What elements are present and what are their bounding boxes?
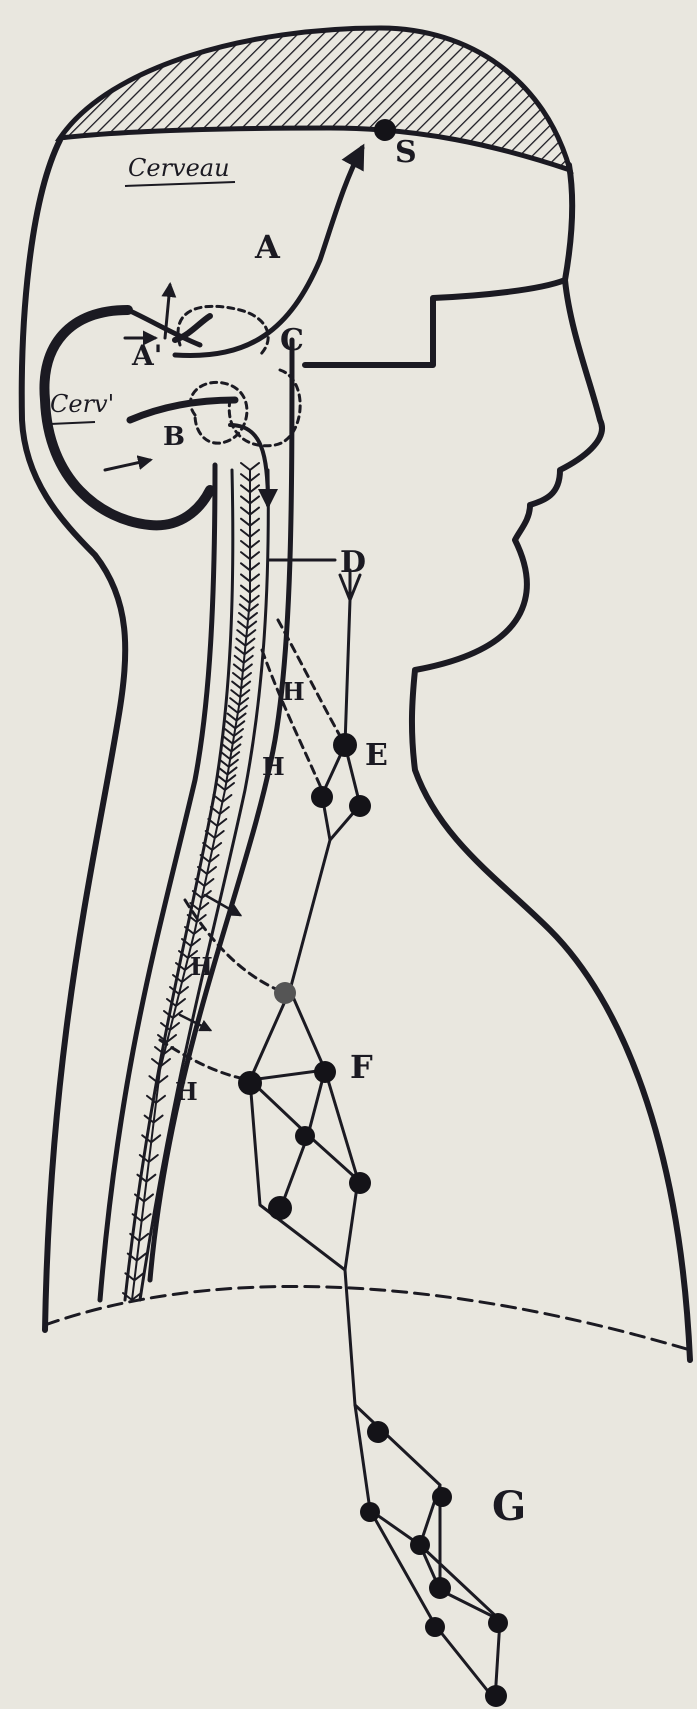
label-H1: H — [282, 677, 305, 706]
ganglion-E-right — [349, 795, 371, 817]
E-branch — [340, 570, 360, 745]
ganglion-F1 — [238, 1071, 262, 1095]
label-H3: H — [190, 952, 213, 981]
ganglion-G5 — [429, 1577, 451, 1599]
ganglion-E-left — [311, 786, 333, 808]
ganglion-G1 — [367, 1421, 389, 1443]
label-H4: H — [175, 1077, 198, 1106]
label-H2: H — [262, 752, 285, 781]
brainstem-curve — [130, 400, 235, 420]
label-C: C — [280, 323, 304, 358]
label-D: D — [340, 545, 366, 580]
label-E: E — [365, 738, 388, 773]
reflex-loop-B — [190, 382, 246, 443]
ganglion-mid — [274, 982, 296, 1004]
node-S — [374, 119, 396, 141]
underline-cerveau — [125, 182, 235, 186]
label-G: G — [492, 1483, 526, 1530]
ganglion-G7 — [425, 1617, 445, 1637]
ganglion-G4 — [410, 1535, 430, 1555]
ganglion-G8 — [485, 1685, 507, 1707]
body-outline — [22, 140, 125, 1330]
arrow-B-in — [105, 460, 150, 470]
ganglion-G3 — [432, 1487, 452, 1507]
label-A-prime: A' — [131, 339, 162, 372]
spinal-canal-inner — [125, 470, 233, 1300]
ganglion-F5 — [268, 1196, 292, 1220]
ganglion-E — [333, 733, 357, 757]
ganglion-F4 — [349, 1172, 371, 1194]
ganglion-F2 — [314, 1061, 336, 1083]
label-cerveau: Cerveau — [128, 154, 230, 182]
ganglion-F3 — [295, 1126, 315, 1146]
dashed-H4 — [160, 1040, 250, 1080]
label-F: F — [350, 1048, 373, 1086]
label-B: B — [163, 422, 185, 452]
ganglion-G6 — [488, 1613, 508, 1633]
cerebral-cortex-hatch — [60, 28, 570, 170]
label-cervelet: Cerv' — [50, 390, 114, 418]
underline-cervelet — [50, 422, 95, 424]
label-S: S — [395, 135, 417, 170]
ganglion-chain — [250, 745, 500, 1700]
ganglion-G2 — [360, 1502, 380, 1522]
label-A: A — [254, 228, 281, 266]
fibre-mark — [241, 463, 259, 470]
